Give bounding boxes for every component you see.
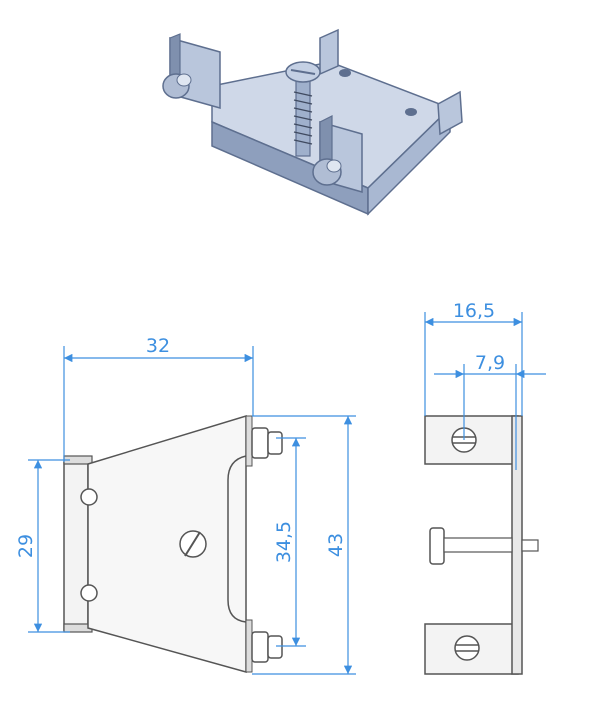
front-hole-top bbox=[80, 488, 98, 506]
side-screw-shaft bbox=[443, 537, 513, 553]
side-view bbox=[424, 415, 539, 675]
front-bolt-top-nut bbox=[251, 427, 269, 459]
dim-label-34-5: 34,5 bbox=[273, 521, 295, 563]
iso-tab-right bbox=[437, 90, 463, 136]
iso-base-edge-right bbox=[367, 106, 451, 216]
side-view-dimensions bbox=[424, 312, 546, 470]
side-screw-tip bbox=[521, 539, 539, 552]
front-bolt-bottom-nut bbox=[251, 631, 269, 663]
front-view-labels: 32 29 34,5 43 bbox=[15, 335, 347, 563]
front-view bbox=[63, 414, 283, 673]
front-inner-profile bbox=[227, 455, 247, 623]
front-bolt-top-flange bbox=[245, 415, 253, 467]
front-screw-slot bbox=[184, 531, 201, 557]
front-bolt-bottom-head bbox=[267, 635, 283, 659]
dim-label-16-5: 16,5 bbox=[453, 300, 495, 322]
front-plate bbox=[87, 414, 247, 673]
side-bottom-bolt bbox=[454, 635, 480, 661]
dim-label-32: 32 bbox=[146, 335, 170, 357]
front-view-dimensions bbox=[28, 346, 356, 675]
dim-label-29: 29 bbox=[15, 534, 37, 558]
iso-tab-back bbox=[319, 28, 339, 76]
iso-bolt-left-head bbox=[176, 73, 192, 87]
front-hole-bottom bbox=[80, 584, 98, 602]
iso-spring bbox=[293, 91, 313, 145]
iso-hole-top bbox=[339, 69, 351, 77]
front-bolt-top-head bbox=[267, 431, 283, 455]
side-screw-head bbox=[429, 527, 445, 565]
iso-bolt-front-head bbox=[326, 159, 342, 173]
side-plate bbox=[511, 415, 523, 675]
front-bolt-bottom-flange bbox=[245, 619, 253, 673]
dim-label-43: 43 bbox=[325, 533, 347, 557]
side-view-labels: 16,5 7,9 bbox=[453, 300, 505, 374]
iso-screw-slot bbox=[290, 69, 316, 75]
dim-label-7-9: 7,9 bbox=[475, 352, 505, 374]
isometric-view bbox=[162, 28, 463, 216]
iso-hole-right bbox=[405, 108, 417, 116]
front-left-bracket bbox=[63, 461, 89, 631]
